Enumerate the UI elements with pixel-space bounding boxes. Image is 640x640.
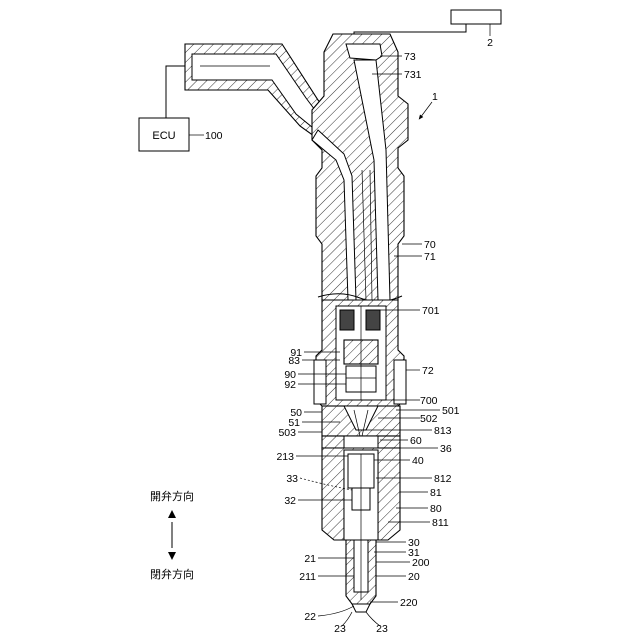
label-213: 213	[276, 451, 294, 463]
label-80: 80	[430, 503, 442, 515]
orifice-plate	[322, 406, 400, 448]
label-502: 502	[420, 413, 438, 425]
label-22: 22	[304, 611, 316, 623]
ecu-ref-label: 100	[205, 130, 223, 142]
label-701: 701	[422, 305, 440, 317]
label-36: 36	[440, 443, 452, 455]
injector-body-lower	[322, 448, 400, 540]
label-83: 83	[288, 355, 300, 367]
label-33: 33	[286, 473, 298, 485]
label-503: 503	[278, 427, 296, 439]
direction-indicator	[168, 510, 176, 560]
injector-body-middle	[314, 300, 406, 406]
label-813: 813	[434, 425, 452, 437]
label-811: 811	[432, 517, 449, 529]
label-211: 211	[299, 571, 316, 583]
label-812: 812	[434, 473, 452, 485]
label-700: 700	[420, 395, 438, 407]
label-70: 70	[424, 239, 436, 251]
label-81: 81	[430, 487, 442, 499]
label-92: 92	[284, 379, 296, 391]
label-60: 60	[410, 435, 422, 447]
ecu-label: ECU	[152, 130, 175, 142]
label-23-right: 23	[376, 623, 388, 635]
label-21: 21	[304, 553, 316, 565]
label-71: 71	[424, 251, 436, 263]
label-23-left: 23	[334, 623, 346, 635]
label-501: 501	[442, 405, 460, 417]
label-2: 2	[487, 37, 493, 49]
label-731: 731	[404, 69, 422, 81]
label-220: 220	[400, 597, 418, 609]
label-1: 1	[432, 91, 438, 103]
label-73: 73	[404, 51, 416, 63]
label-200: 200	[412, 557, 430, 569]
label-72: 72	[422, 365, 434, 377]
close-direction-label: 閉弁方向	[150, 567, 194, 581]
open-direction-label: 開弁方向	[150, 489, 194, 503]
label-32: 32	[284, 495, 296, 507]
label-20: 20	[408, 571, 420, 583]
label-40: 40	[412, 455, 424, 467]
